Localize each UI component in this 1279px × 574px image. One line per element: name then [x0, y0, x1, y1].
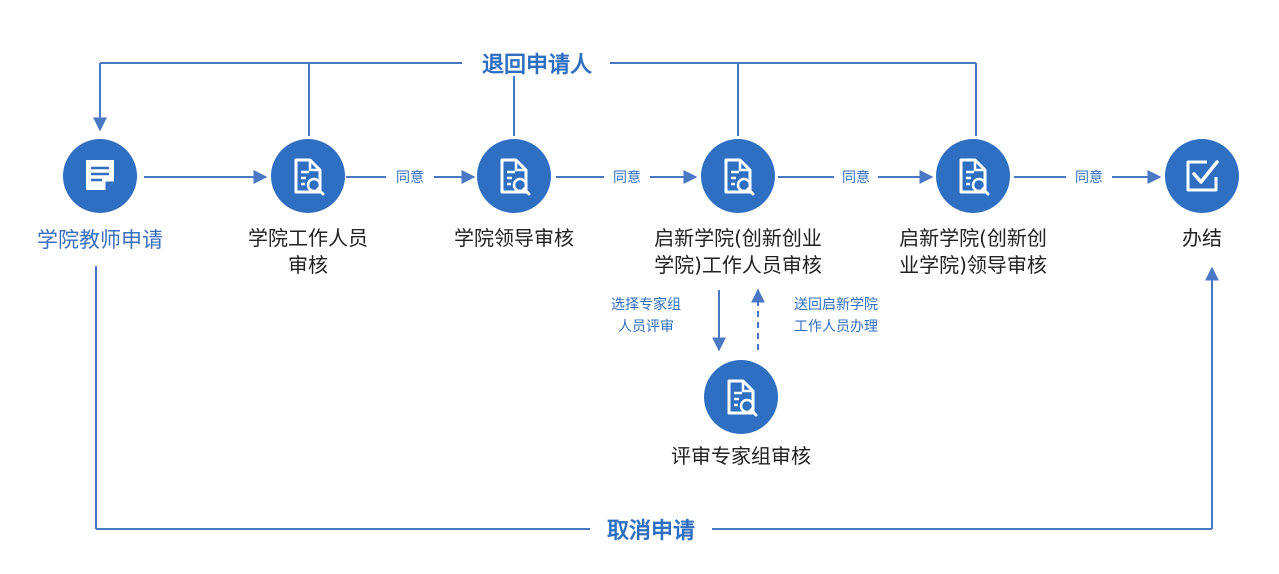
return-loop: 退回申请人	[93, 52, 977, 136]
checkbox-icon	[1186, 160, 1219, 192]
node-leader-review: 学院领导审核	[454, 139, 574, 250]
node-label-expert-review: 评审专家组审核	[671, 444, 811, 468]
agree-label: 同意	[396, 169, 424, 186]
node-expert-review: 评审专家组审核	[671, 360, 811, 468]
select-experts-label: 选择专家组	[611, 296, 681, 313]
agree-label: 同意	[613, 169, 641, 186]
send-back-label-2: 工作人员办理	[794, 319, 878, 335]
node-label-apply: 学院教师申请	[37, 228, 163, 252]
node-label-qx-leader-2: 业学院)领导审核	[899, 253, 1047, 277]
cancel-loop: 取消申请	[95, 266, 1219, 544]
document-icon	[86, 160, 114, 190]
node-done: 办结	[1165, 139, 1239, 250]
return-to-applicant-label: 退回申请人	[482, 52, 592, 78]
node-label-qx-leader: 启新学院(创新创	[899, 226, 1047, 250]
select-experts-label-2: 人员评审	[618, 319, 674, 335]
node-label-leader-review: 学院领导审核	[454, 226, 574, 250]
send-back-label: 送回启新学院	[794, 297, 878, 313]
node-label-qx-staff: 启新学院(创新创业	[654, 226, 822, 250]
node-qx-staff-review: 启新学院(创新创业 学院)工作人员审核	[654, 139, 822, 277]
node-label-qx-staff-2: 学院)工作人员审核	[654, 253, 822, 277]
expert-branch: 选择专家组 人员评审 送回启新学院 工作人员办理	[611, 288, 878, 352]
node-label-done: 办结	[1182, 226, 1222, 250]
agree-label: 同意	[1075, 169, 1103, 186]
node-apply: 学院教师申请	[37, 139, 163, 252]
main-flow-edges: 同意 同意 同意 同意	[144, 169, 1162, 186]
node-label-staff-review: 学院工作人员	[248, 226, 368, 250]
cancel-application-label: 取消申请	[607, 518, 695, 544]
node-label-staff-review-2: 审核	[288, 253, 328, 277]
node-qx-leader-review: 启新学院(创新创 业学院)领导审核	[899, 139, 1047, 277]
node-staff-review: 学院工作人员 审核	[248, 139, 368, 277]
agree-label: 同意	[842, 169, 870, 186]
